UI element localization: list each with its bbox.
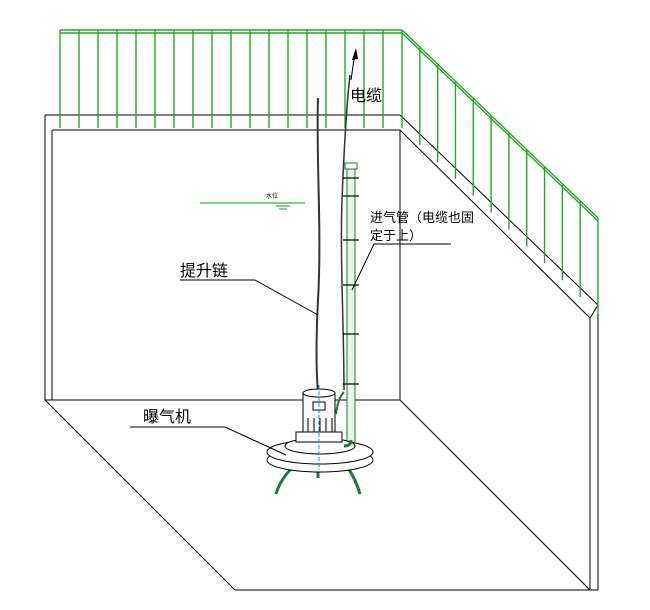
- tank-floor-left: [44, 399, 236, 591]
- leader-aerator: [130, 426, 287, 456]
- water-level-mark: 水位: [200, 192, 305, 210]
- intake-pipe-label-line1: 进气管（电缆也固: [370, 210, 474, 226]
- aerator-unit: [266, 385, 374, 495]
- pipe-clamps: [343, 177, 359, 385]
- leader-lines: [130, 243, 451, 456]
- leader-lift-chain: [180, 279, 319, 316]
- intake-pipe-label-line2: 定于上）: [370, 229, 422, 244]
- intake-pipe: [343, 162, 359, 444]
- lift-chain-label: 提升链: [180, 261, 228, 280]
- cable-connector: [335, 391, 345, 415]
- tank: [44, 114, 599, 591]
- railing-top-right: [401, 29, 599, 219]
- aerator-label: 曝气机: [143, 407, 191, 426]
- railing-posts-back: [59, 30, 403, 128]
- tank-right-rim-edge: [589, 304, 599, 319]
- railing: [59, 29, 599, 314]
- water-level-label: 水位: [266, 192, 278, 200]
- aerator-leg-right: [346, 467, 362, 495]
- railing-posts-right: [419, 47, 599, 314]
- intake-pipe-body: [346, 167, 356, 444]
- leader-intake-pipe: [351, 243, 451, 291]
- tank-rim-right-inner: [399, 129, 591, 319]
- aerator-leg-left: [274, 466, 294, 495]
- lift-chain: [315, 97, 321, 393]
- cable-label: 电缆: [350, 86, 382, 105]
- tank-rim-right: [399, 114, 599, 306]
- tank-floor-right: [399, 399, 591, 591]
- cable-arrow-head: [352, 48, 358, 60]
- intake-pipe-elbow: [343, 439, 353, 448]
- railing-top-right-2: [401, 32, 599, 222]
- intake-pipe-cap: [344, 162, 358, 170]
- cable: [340, 74, 351, 391]
